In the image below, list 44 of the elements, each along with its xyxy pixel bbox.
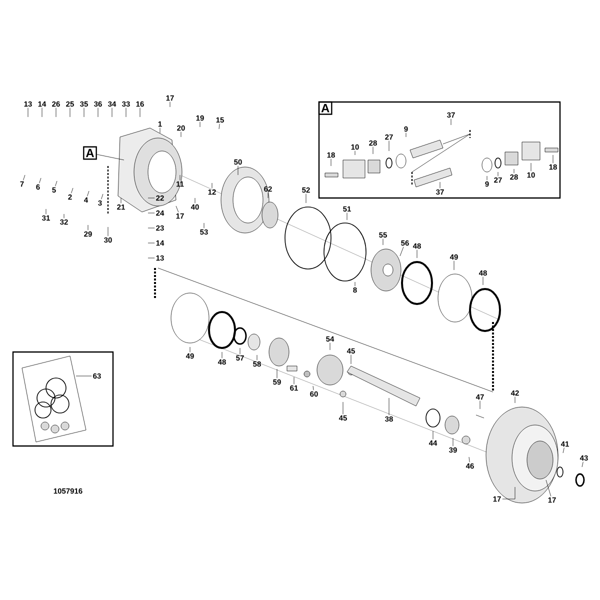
- leader-line: [39, 178, 42, 184]
- leader-line: [256, 354, 258, 360]
- leader-line: [180, 132, 182, 138]
- leader-line: [23, 174, 26, 180]
- leader-line: [96, 154, 124, 160]
- leader-line: [514, 396, 516, 404]
- leader-line: [101, 194, 104, 200]
- leader-line: [450, 118, 452, 126]
- leader-line: [218, 124, 220, 130]
- leader-line: [546, 480, 552, 496]
- leader-line: [346, 212, 348, 220]
- leader-line: [276, 368, 278, 378]
- leader-line: [486, 176, 488, 180]
- leader-line: [55, 180, 58, 186]
- leader-line: [382, 238, 384, 246]
- leader-line: [148, 242, 155, 244]
- leader-line: [194, 198, 196, 204]
- leader-line: [432, 430, 434, 440]
- leader-line: [468, 456, 470, 462]
- leader-line: [530, 162, 532, 172]
- kit-box: [12, 351, 114, 447]
- leader-line: [482, 276, 484, 286]
- leader-line: [176, 206, 179, 212]
- leader-line: [388, 398, 390, 416]
- leader-line: [312, 386, 314, 390]
- leader-line: [148, 212, 155, 214]
- leader-line: [120, 198, 122, 204]
- leader-line: [562, 448, 564, 454]
- leader-line: [354, 150, 356, 156]
- leader-line: [582, 462, 584, 468]
- leader-line: [372, 146, 374, 154]
- leader-line: [330, 158, 332, 166]
- leader-line: [342, 402, 344, 414]
- leader-line: [388, 140, 390, 152]
- leader-line: [350, 354, 352, 364]
- leader-line: [452, 438, 454, 446]
- leader-line: [400, 246, 404, 256]
- leader-line: [71, 188, 74, 194]
- leader-line: [87, 190, 90, 196]
- leader-line: [354, 282, 356, 286]
- view-label-box: A: [83, 146, 97, 160]
- leader-line: [416, 250, 418, 258]
- leader-line: [502, 486, 516, 500]
- leader-line: [552, 154, 554, 164]
